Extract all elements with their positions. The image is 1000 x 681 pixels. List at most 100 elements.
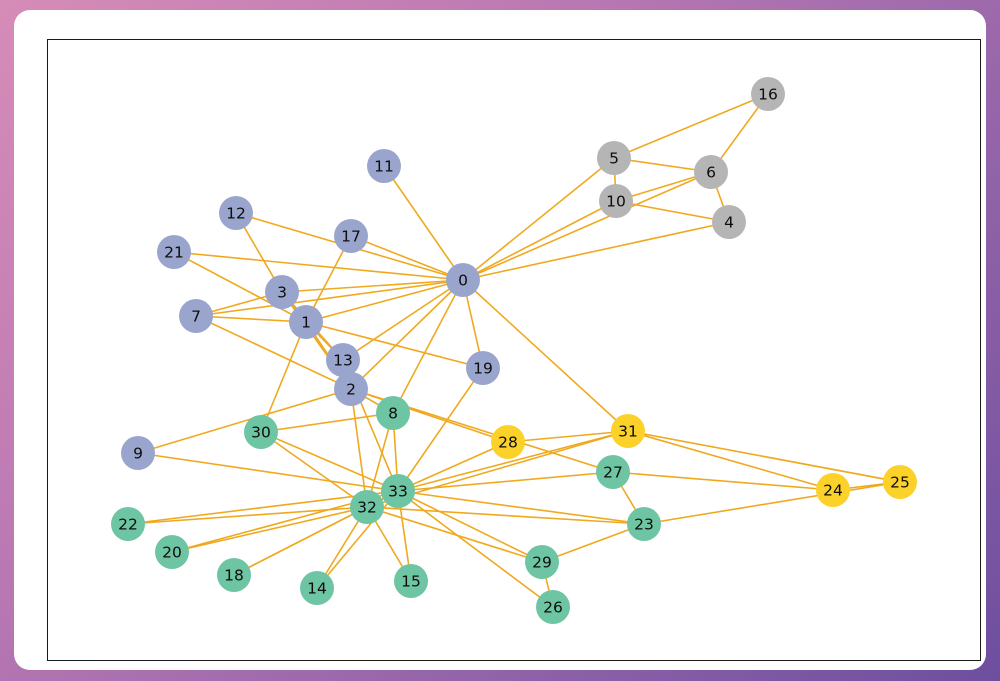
graph-node-circle-18[interactable] bbox=[217, 558, 251, 592]
graph-node-15[interactable]: 15 bbox=[394, 564, 428, 598]
graph-node-circle-2[interactable] bbox=[334, 372, 368, 406]
graph-node-circle-27[interactable] bbox=[596, 455, 630, 489]
graph-node-2[interactable]: 2 bbox=[334, 372, 368, 406]
graph-node-circle-30[interactable] bbox=[244, 415, 278, 449]
graph-node-10[interactable]: 10 bbox=[599, 184, 633, 218]
graph-edge-27-33 bbox=[397, 471, 614, 492]
graph-node-14[interactable]: 14 bbox=[300, 571, 334, 605]
graph-node-circle-28[interactable] bbox=[491, 425, 525, 459]
graph-node-12[interactable]: 12 bbox=[219, 196, 253, 230]
graph-edge-24-27 bbox=[612, 471, 834, 491]
graph-node-7[interactable]: 7 bbox=[179, 299, 213, 333]
graph-node-0[interactable]: 0 bbox=[446, 263, 480, 297]
graph-node-17[interactable]: 17 bbox=[334, 219, 368, 253]
graph-edge-0-3 bbox=[281, 279, 464, 293]
graph-node-circle-21[interactable] bbox=[157, 235, 191, 269]
graph-node-circle-11[interactable] bbox=[367, 149, 401, 183]
graph-node-circle-15[interactable] bbox=[394, 564, 428, 598]
graph-edge-0-1 bbox=[305, 279, 464, 323]
graph-node-6[interactable]: 6 bbox=[694, 155, 728, 189]
graph-edge-0-7 bbox=[195, 279, 464, 317]
graph-edge-0-17 bbox=[350, 235, 464, 281]
graph-node-20[interactable]: 20 bbox=[155, 535, 189, 569]
graph-node-23[interactable]: 23 bbox=[627, 507, 661, 541]
graph-edge-2-9 bbox=[137, 388, 352, 454]
graph-edge-1-30 bbox=[260, 321, 307, 433]
graph-node-22[interactable]: 22 bbox=[111, 507, 145, 541]
graph-edge-2-28 bbox=[350, 388, 509, 443]
graph-node-circle-31[interactable] bbox=[611, 414, 645, 448]
graph-node-circle-33[interactable] bbox=[381, 474, 415, 508]
graph-node-30[interactable]: 30 bbox=[244, 415, 278, 449]
graph-node-circle-29[interactable] bbox=[525, 545, 559, 579]
graph-node-circle-16[interactable] bbox=[751, 77, 785, 111]
graph-node-circle-13[interactable] bbox=[326, 343, 360, 377]
graph-edge-23-32 bbox=[366, 506, 645, 525]
graph-node-circle-12[interactable] bbox=[219, 196, 253, 230]
graph-edge-9-33 bbox=[137, 452, 399, 492]
graph-node-32[interactable]: 32 bbox=[350, 490, 384, 524]
graph-node-31[interactable]: 31 bbox=[611, 414, 645, 448]
graph-edge-0-8 bbox=[392, 279, 464, 414]
graph-node-circle-19[interactable] bbox=[466, 351, 500, 385]
graph-node-4[interactable]: 4 bbox=[712, 205, 746, 239]
graph-node-circle-4[interactable] bbox=[712, 205, 746, 239]
graph-node-19[interactable]: 19 bbox=[466, 351, 500, 385]
graph-node-circle-5[interactable] bbox=[597, 141, 631, 175]
graph-node-29[interactable]: 29 bbox=[525, 545, 559, 579]
graph-edge-5-16 bbox=[613, 93, 769, 159]
graph-node-circle-3[interactable] bbox=[265, 275, 299, 309]
graph-node-28[interactable]: 28 bbox=[491, 425, 525, 459]
graph-node-circle-20[interactable] bbox=[155, 535, 189, 569]
graph-edge-19-33 bbox=[397, 367, 484, 492]
graph-edge-29-32 bbox=[366, 506, 543, 563]
graph-node-circle-1[interactable] bbox=[289, 305, 323, 339]
graph-node-circle-22[interactable] bbox=[111, 507, 145, 541]
graph-edge-4-10 bbox=[615, 200, 730, 223]
graph-node-circle-25[interactable] bbox=[883, 465, 917, 499]
graph-edge-23-25 bbox=[643, 481, 901, 525]
graph-node-circle-17[interactable] bbox=[334, 219, 368, 253]
graph-node-18[interactable]: 18 bbox=[217, 558, 251, 592]
graph-node-circle-26[interactable] bbox=[536, 590, 570, 624]
graph-node-16[interactable]: 16 bbox=[751, 77, 785, 111]
graph-node-8[interactable]: 8 bbox=[376, 396, 410, 430]
graph-node-1[interactable]: 1 bbox=[289, 305, 323, 339]
graph-node-27[interactable]: 27 bbox=[596, 455, 630, 489]
graph-node-5[interactable]: 5 bbox=[597, 141, 631, 175]
graph-node-circle-14[interactable] bbox=[300, 571, 334, 605]
graph-node-25[interactable]: 25 bbox=[883, 465, 917, 499]
graph-edge-0-4 bbox=[462, 221, 730, 281]
graph-node-circle-6[interactable] bbox=[694, 155, 728, 189]
graph-edge-28-33 bbox=[397, 441, 509, 492]
graph-edge-0-2 bbox=[350, 279, 464, 390]
graph-node-13[interactable]: 13 bbox=[326, 343, 360, 377]
graph-edge-30-32 bbox=[260, 431, 368, 508]
graph-edge-30-33 bbox=[260, 431, 399, 492]
graph-node-circle-32[interactable] bbox=[350, 490, 384, 524]
graph-node-circle-0[interactable] bbox=[446, 263, 480, 297]
graph-node-circle-24[interactable] bbox=[816, 473, 850, 507]
graph-node-circle-10[interactable] bbox=[599, 184, 633, 218]
graph-node-24[interactable]: 24 bbox=[816, 473, 850, 507]
graph-edge-0-21 bbox=[173, 251, 464, 281]
graph-node-33[interactable]: 33 bbox=[381, 474, 415, 508]
graph-node-circle-7[interactable] bbox=[179, 299, 213, 333]
graph-node-26[interactable]: 26 bbox=[536, 590, 570, 624]
graph-edge-23-33 bbox=[397, 490, 645, 525]
graph-node-circle-9[interactable] bbox=[121, 436, 155, 470]
graph-node-11[interactable]: 11 bbox=[367, 149, 401, 183]
graph-node-21[interactable]: 21 bbox=[157, 235, 191, 269]
graph-node-3[interactable]: 3 bbox=[265, 275, 299, 309]
graph-edge-8-30 bbox=[260, 412, 394, 433]
graph-node-circle-23[interactable] bbox=[627, 507, 661, 541]
graph-edge-29-33 bbox=[397, 490, 543, 563]
graph-edge-28-31 bbox=[507, 430, 629, 443]
graph-node-circle-8[interactable] bbox=[376, 396, 410, 430]
graph-node-9[interactable]: 9 bbox=[121, 436, 155, 470]
